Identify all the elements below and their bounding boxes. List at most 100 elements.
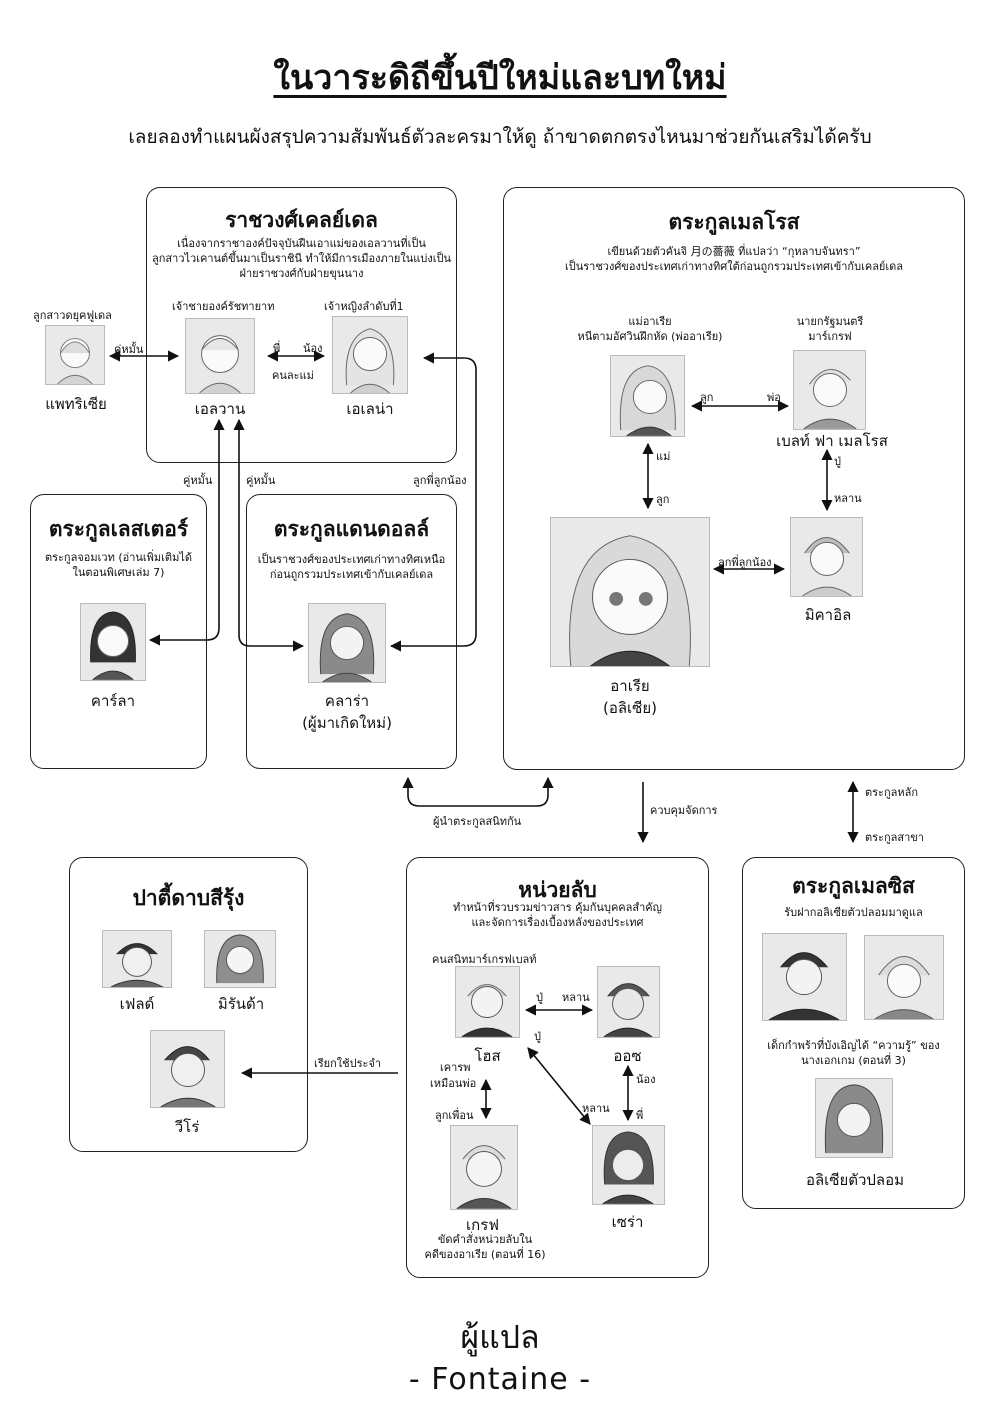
aria-mother-portrait bbox=[610, 355, 685, 437]
melrose-title: ตระกูลเมลโรส bbox=[668, 210, 800, 234]
aria-portrait bbox=[550, 517, 710, 667]
leader-label: ผู้นำตระกูลสนิทกัน bbox=[433, 815, 522, 828]
sibling-younger-label: น้อง bbox=[303, 342, 323, 355]
cousin-elena-clara-label: ลูกพี่ลูกน้อง bbox=[413, 474, 467, 487]
greg-portrait bbox=[450, 1125, 518, 1210]
carla-name: คาร์ลา bbox=[90, 692, 136, 710]
melrose-desc-1: เขียนด้วยตัวคันจิ 月の薔薇 ที่แปลว่า “กุหลาบ… bbox=[607, 245, 861, 258]
patricia-name: แพทริเซีย bbox=[45, 395, 107, 413]
employ-label: เรียกใช้ประจำ bbox=[314, 1057, 382, 1070]
patricia-portrait bbox=[45, 325, 105, 385]
mother-label: แม่ bbox=[656, 450, 671, 463]
fake-alicia-name: อลิเซียตัวปลอม bbox=[805, 1171, 905, 1189]
sara-name: เซร่า bbox=[611, 1213, 644, 1231]
link-elena-clara bbox=[389, 352, 477, 652]
page-title: ในวาระดิถีขึ้นปีใหม่และบทใหม่ bbox=[273, 58, 727, 98]
ors-name: ออซ bbox=[613, 1047, 642, 1065]
elvan-portrait bbox=[185, 318, 255, 394]
feld-portrait bbox=[102, 930, 172, 988]
control-label: ควบคุมจัดการ bbox=[650, 804, 718, 817]
hos-sara-grandpa-label: ปู่ bbox=[534, 1030, 541, 1043]
hos-portrait bbox=[455, 966, 520, 1038]
child-label-2: ลูก bbox=[656, 493, 670, 506]
berto-name: เบลท์ ฟา เมลโรส bbox=[776, 432, 888, 450]
link-elvan-clara bbox=[233, 418, 305, 652]
greg-name: เกรฟ bbox=[466, 1216, 499, 1234]
father-label: พ่อ bbox=[767, 391, 781, 404]
greg-note-1: ขัดคำสั่งหน่วยลับใน bbox=[437, 1233, 533, 1246]
aria-name: อาเรีย bbox=[610, 677, 650, 695]
link-hos-sara bbox=[527, 1047, 591, 1125]
berto-caption-1: นายกรัฐมนตรี bbox=[796, 315, 864, 328]
aria-mikael-cousin-label: ลูกพี่ลูกน้อง bbox=[718, 556, 772, 569]
ors-sara-older-label: พี่ bbox=[636, 1109, 644, 1122]
sara-portrait bbox=[592, 1125, 665, 1205]
berto-portrait bbox=[793, 350, 866, 430]
fake-alicia-note-2: นางเอกเกม (ตอนที่ 3) bbox=[801, 1054, 906, 1067]
hos-sara-grandchild-label: หลาน bbox=[582, 1102, 610, 1115]
branch-family-label: ตระกูลสาขา bbox=[865, 831, 924, 844]
respect-label-1: เคารพ bbox=[440, 1061, 471, 1074]
aria-name-2: (อลิเซีย) bbox=[602, 699, 657, 717]
hos-ors-grandpa-label: ปู่ bbox=[536, 991, 543, 1004]
royal-title: ราชวงศ์เคลย์เดล bbox=[225, 208, 378, 232]
main-family-label: ตระกูลหลัก bbox=[865, 786, 919, 799]
child-label-1: ลูก bbox=[700, 391, 714, 404]
miranda-portrait bbox=[204, 930, 276, 988]
link-elvan-carla bbox=[148, 418, 225, 646]
link-leaders bbox=[402, 776, 554, 807]
feld-name: เฟลด์ bbox=[119, 995, 155, 1013]
translator-role: ผู้แปล bbox=[460, 1318, 540, 1356]
melrose-box: ตระกูลเมลโรส เขียนด้วยตัวคันจิ 月の薔薇 ที่แ… bbox=[503, 187, 965, 770]
secret-desc-1: ทำหน้าที่รวบรวมข่าวสาร คุ้มกันบุคคลสำคัญ bbox=[452, 901, 663, 914]
aria-mother-caption-1: แม่อาเรีย bbox=[628, 315, 672, 328]
mikael-name: มิคาอิล bbox=[804, 606, 852, 624]
patricia-caption: ลูกสาวดยุคฟูเดล bbox=[33, 309, 112, 322]
fake-alicia-note-1: เด็กกำพร้าที่บังเอิญได้ “ความรู้” ของ bbox=[767, 1039, 940, 1052]
miranda-name: มิรันด้า bbox=[217, 995, 265, 1013]
royal-desc-3: ฝ่ายราชวงศ์กับฝ่ายขุนนาง bbox=[239, 267, 364, 280]
translator-name: - Fontaine - bbox=[408, 1362, 592, 1397]
melrose-desc-2: เป็นราชวงศ์ของประเทศเก่าทางทิศใต้ก่อนถูก… bbox=[564, 260, 904, 273]
hos-caption: คนสนิทมาร์เกรฟเบลท์ bbox=[432, 953, 537, 966]
grandpa-label: ปู่ bbox=[834, 455, 841, 468]
clara-portrait bbox=[308, 603, 386, 683]
clara-name: คลาร่า bbox=[324, 692, 370, 710]
hos-name: โฮส bbox=[474, 1047, 501, 1065]
mikael-portrait bbox=[790, 517, 863, 597]
fiance-carla-label: คู่หมั้น bbox=[183, 474, 213, 487]
rainbow-title: ปาตี้ดาบสีรุ้ง bbox=[132, 886, 245, 910]
patricia-rel-label: คู่หมั้น bbox=[114, 343, 144, 356]
melsis-woman-portrait bbox=[864, 935, 944, 1020]
hos-ors-grandchild-label: หลาน bbox=[562, 991, 590, 1004]
elena-name: เอเลน่า bbox=[346, 400, 394, 418]
sibling-older-label: พี่ bbox=[273, 342, 281, 355]
secret-desc-2: และจัดการเรื่องเบื้องหลังของประเทศ bbox=[471, 916, 644, 929]
royal-desc-2: ลูกสาวไวเคานต์ขึ้นมาเป็นราชินี ทำให้มีกา… bbox=[152, 252, 451, 265]
greg-note-2: คดีของอาเรีย (ตอนที่ 16) bbox=[424, 1248, 546, 1261]
friend-child-label: ลูกเพื่อน bbox=[435, 1109, 474, 1122]
page-subtitle: เลยลองทำแผนผังสรุปความสัมพันธ์ตัวละครมาใ… bbox=[128, 126, 872, 148]
aria-mother-caption-2: หนีตามอัศวินฝึกหัด (พ่ออาเรีย) bbox=[577, 330, 723, 343]
elvan-caption: เจ้าชายองค์รัชทายาท bbox=[172, 300, 275, 313]
berto-caption-2: มาร์เกรฟ bbox=[808, 330, 852, 343]
fake-alicia-portrait bbox=[815, 1078, 893, 1158]
grandchild-label: หลาน bbox=[834, 492, 862, 505]
melsis-man-portrait bbox=[762, 933, 847, 1021]
melsis-desc: รับฝากอลิเซียตัวปลอมมาดูแล bbox=[784, 906, 923, 919]
viro-name: วีโร่ bbox=[174, 1118, 200, 1136]
ors-portrait bbox=[597, 966, 660, 1038]
melsis-title: ตระกูลเมลซิส bbox=[792, 874, 915, 898]
royal-desc-1: เนื่องจากราชาองค์ปัจจุบันฝืนเอาแม่ของเอล… bbox=[177, 237, 426, 250]
secret-title: หน่วยลับ bbox=[518, 878, 597, 902]
respect-label-2: เหมือนพ่อ bbox=[430, 1077, 477, 1090]
viro-portrait bbox=[150, 1030, 225, 1108]
elvan-name: เอลวาน bbox=[194, 400, 246, 418]
clara-name-2: (ผู้มาเกิดใหม่) bbox=[302, 714, 392, 732]
ors-sara-younger-label: น้อง bbox=[636, 1073, 656, 1086]
diff-mother-label: คนละแม่ bbox=[272, 369, 314, 382]
fiance-clara-label: คู่หมั้น bbox=[246, 474, 276, 487]
carla-portrait bbox=[80, 603, 146, 681]
lester-desc-2: ในตอนพิเศษเล่ม 7) bbox=[72, 566, 165, 579]
